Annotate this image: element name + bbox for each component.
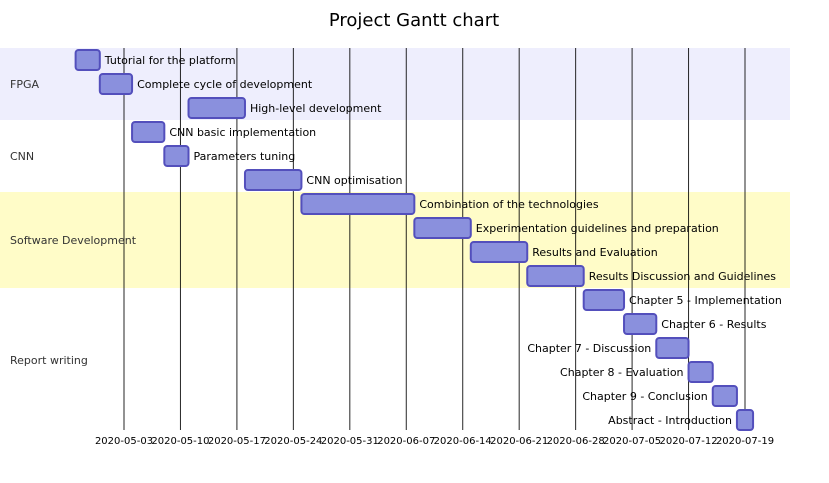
task-bar (413, 217, 472, 239)
x-tick-label: 2020-06-07 (377, 436, 435, 447)
x-tick-label: 2020-05-17 (208, 436, 266, 447)
task-bar (623, 313, 658, 335)
x-tick-label: 2020-06-28 (547, 436, 605, 447)
task-label: Chapter 9 - Conclusion (582, 390, 707, 403)
task-bar (735, 409, 755, 431)
x-axis-ticks: 2020-05-032020-05-102020-05-172020-05-24… (95, 436, 774, 447)
x-tick-label: 2020-07-19 (716, 436, 774, 447)
x-tick-label: 2020-06-14 (434, 436, 492, 447)
section-label: CNN (10, 150, 34, 163)
task-label: CNN basic implementation (169, 126, 316, 139)
x-tick-label: 2020-07-05 (603, 436, 661, 447)
task-label: Results and Evaluation (532, 246, 657, 259)
task-bar (687, 361, 714, 383)
task-label: Tutorial for the platform (104, 54, 236, 67)
task-bar (300, 193, 416, 215)
chart-title: Project Gantt chart (329, 10, 499, 31)
x-tick-label: 2020-06-21 (490, 436, 548, 447)
task-bar (187, 97, 246, 119)
task-label: Complete cycle of development (137, 78, 313, 91)
section-bands (0, 48, 790, 432)
task-label: Chapter 8 - Evaluation (560, 366, 684, 379)
task-label: Results Discussion and Guidelines (589, 270, 777, 283)
task-label: Combination of the technologies (419, 198, 598, 211)
task-bar (243, 169, 303, 191)
task-label: Parameters tuning (194, 150, 296, 163)
section-label: Software Development (10, 234, 137, 247)
task-bars (74, 49, 755, 431)
x-tick-label: 2020-05-31 (321, 436, 379, 447)
task-label: Experimentation guidelines and preparati… (476, 222, 719, 235)
task-bar (526, 265, 585, 287)
section-band (0, 288, 790, 432)
task-label: CNN optimisation (306, 174, 402, 187)
task-bar (98, 73, 134, 95)
section-label: FPGA (10, 78, 39, 91)
x-tick-label: 2020-05-10 (151, 436, 209, 447)
task-label: Chapter 6 - Results (661, 318, 766, 331)
task-bar (163, 145, 190, 167)
task-bar (131, 121, 166, 143)
task-label: Chapter 5 - Implementation (629, 294, 782, 307)
task-bar (74, 49, 101, 71)
task-bar (711, 385, 738, 407)
task-bar (582, 289, 626, 311)
x-tick-label: 2020-05-24 (264, 436, 322, 447)
section-label: Report writing (10, 354, 88, 367)
x-tick-label: 2020-05-03 (95, 436, 153, 447)
task-label: Chapter 7 - Discussion (527, 342, 651, 355)
task-bar (655, 337, 690, 359)
task-label: High-level development (250, 102, 382, 115)
x-tick-label: 2020-07-12 (659, 436, 717, 447)
task-bar (469, 241, 529, 263)
task-label: Abstract - Introduction (608, 414, 732, 427)
